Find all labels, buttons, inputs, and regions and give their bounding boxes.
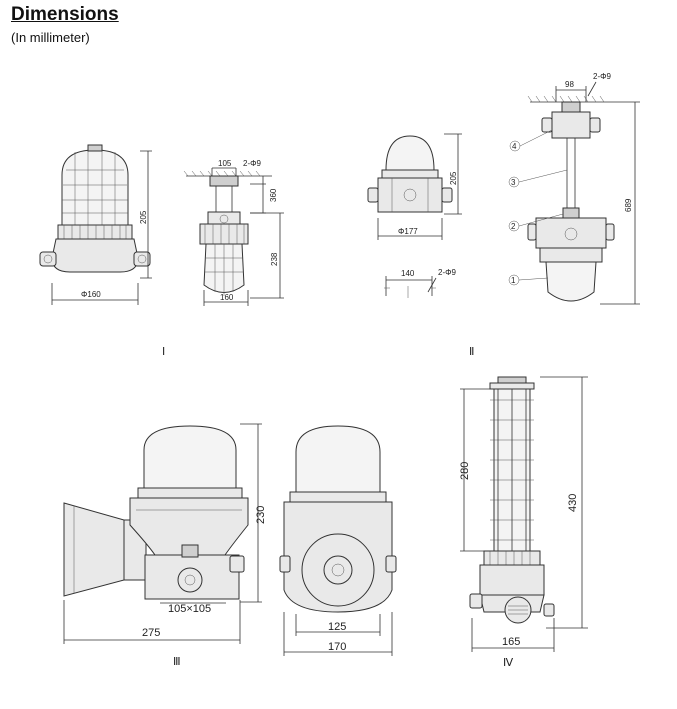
fig2-diameter-label: Φ177 bbox=[398, 227, 418, 236]
fig2-callout-1: 1 bbox=[511, 276, 516, 285]
fig2-callout-2: 2 bbox=[511, 222, 516, 231]
page-title: Dimensions bbox=[11, 4, 119, 25]
fig2-callout-3: 3 bbox=[511, 178, 516, 187]
figure-2-compact-lamp: 205 Φ177 140 2-Φ9 bbox=[367, 133, 462, 298]
fig3-height-label: 230 bbox=[255, 506, 267, 524]
figure-1-pendant-lamp: 105 2-Φ9 360 238 160 bbox=[183, 159, 284, 306]
fig3-inner-width-label: 125 bbox=[328, 621, 346, 633]
fig3-outer-width-label: 170 bbox=[328, 641, 346, 653]
figure-3-label: Ⅲ bbox=[173, 656, 181, 668]
figure-4-label: Ⅳ bbox=[503, 657, 514, 669]
fig1-height-label: 205 bbox=[139, 210, 148, 224]
figure-1-standing-lamp: 205 Φ160 bbox=[39, 144, 152, 305]
fig2-height-label: 205 bbox=[449, 171, 458, 185]
fig2-top-width-label: 98 bbox=[565, 80, 574, 89]
fig2-top-holes-label: 2-Φ9 bbox=[593, 72, 611, 81]
fig2-holes-label: 2-Φ9 bbox=[438, 268, 456, 277]
fig3-length-label: 275 bbox=[142, 627, 160, 639]
figure-2-suspended-lamp: 98 2-Φ9 4 3 2 1 689 bbox=[508, 72, 640, 305]
figure-4-cage-lamp: 280 430 165 bbox=[459, 376, 588, 652]
fig2-total-height-label: 689 bbox=[624, 198, 633, 212]
fig1-mount-holes-label: 2-Φ9 bbox=[243, 159, 261, 168]
page-subtitle: (In millimeter) bbox=[11, 30, 90, 45]
figure-2-label: Ⅱ bbox=[469, 346, 474, 358]
fig1-lamp-height-label: 238 bbox=[270, 252, 279, 266]
figure-3-side-view: 230 105×105 275 bbox=[63, 423, 267, 644]
figure-1-label: Ⅰ bbox=[162, 346, 165, 358]
fig3-base-label: 105×105 bbox=[168, 603, 211, 615]
figure-3-front-view: 125 170 bbox=[279, 425, 397, 656]
fig2-hole-spacing-label: 140 bbox=[401, 269, 415, 278]
fig1-diameter-label: Φ160 bbox=[81, 290, 101, 299]
fig1-lamp-width-label: 160 bbox=[220, 293, 234, 302]
fig1-pendant-height-label: 360 bbox=[269, 188, 278, 202]
fig4-total-height-label: 430 bbox=[567, 494, 579, 512]
fig2-callout-4: 4 bbox=[512, 142, 517, 151]
fig4-cage-height-label: 280 bbox=[459, 462, 471, 480]
fig4-width-label: 165 bbox=[502, 636, 520, 648]
fig1-mount-width-label: 105 bbox=[218, 159, 232, 168]
